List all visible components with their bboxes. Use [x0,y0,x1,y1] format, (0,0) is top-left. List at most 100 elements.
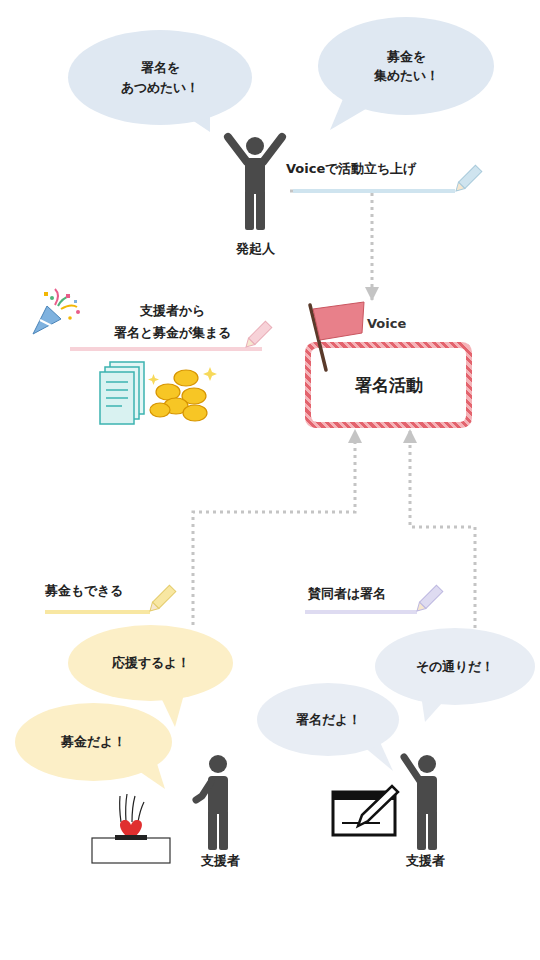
underline [305,610,417,614]
speech-bubble: 署名を あつめたい！ [68,30,252,125]
party-popper [44,292,48,296]
documents-icon [106,389,128,391]
person-arm [404,757,420,781]
bubble-text: 応援するよ！ [112,653,190,673]
donation-box [120,820,142,840]
bubble-body [318,17,494,115]
documents-icon [100,362,144,424]
bubble-text: その通りだ！ [416,657,494,677]
documents-icon [110,362,144,414]
flag-icon [310,302,364,370]
bubble-shape [68,30,252,125]
person-figure [190,752,250,852]
coins-icon [148,374,159,385]
donation-box [92,838,170,863]
pencil-icon [414,585,443,614]
bubble-text: 署名を あつめたい！ [114,58,206,97]
pencil-icon [419,585,442,608]
party-popper [33,306,61,334]
speech-bubble: その通りだ！ [375,628,535,705]
party-popper [66,294,70,298]
pencil-icon [453,165,482,194]
person-head [418,755,436,773]
person-figure [395,752,455,852]
bubble-text-box: 募金だよ！ [15,703,172,781]
bubble-text: 署名だよ！ [296,710,361,730]
bubble-shape [318,17,494,115]
bubble-text-box: 署名だよ！ [257,683,399,756]
bubble-text: 募金を 集めたい！ [360,47,452,86]
pencil-icon [147,585,176,614]
party-popper [50,296,54,300]
flag-icon [313,302,364,340]
flag-icon [310,305,326,370]
pencil-icon [414,602,426,614]
bubble-text: 募金だよ！ [61,732,126,752]
pencil-icon [152,585,175,608]
underline [293,189,455,193]
pencil-icon [147,602,159,614]
bubble-body [375,628,535,705]
party-popper [76,310,80,314]
bubble-text-box: 募金を 集めたい！ [318,17,494,115]
coins-icon [150,403,170,417]
party-popper [58,296,70,306]
party-popper [74,300,77,303]
speech-bubble: 募金だよ！ [15,703,172,781]
person-node: 発起人 [220,132,290,262]
person-head [246,137,264,155]
coins-icon [183,405,207,421]
bubble-body [15,703,172,781]
pencil-icon [243,338,255,350]
documents-icon [106,381,128,383]
documents-icon [106,405,122,407]
coins-icon [182,388,206,404]
speech-bubble: 応援するよ！ [68,625,233,701]
person-leg [245,190,254,230]
person-leg [219,810,228,850]
party-popper [61,305,77,309]
box-title: 署名活動 [355,374,423,397]
note-label: 支援者から 署名と募金が集まる [85,300,260,344]
person-leg [208,810,217,850]
note-label: 賛同者は署名 [308,583,418,605]
speech-bubble: 署名だよ！ [257,683,399,756]
party-popper [55,289,58,305]
bubble-text-box: 応援するよ！ [68,625,233,701]
person-leg [417,810,426,850]
signing-board [358,786,398,826]
coins-icon [156,384,180,400]
person-figure [220,132,290,232]
coins-icon [203,367,217,381]
donation-box [115,835,147,840]
party-popper [33,289,80,334]
person-label: 発起人 [200,240,310,258]
pencil-icon [453,182,465,194]
person-leg [256,190,265,230]
signing-board [333,792,395,800]
donation-box [92,794,170,863]
person-arm [196,782,211,800]
signing-board [342,822,380,824]
person-leg [428,810,437,850]
donation-box [120,794,144,822]
activity-box: 署名活動Voice [305,300,472,430]
pencil-icon [248,321,271,344]
coins-icon [148,367,217,421]
party-popper [40,320,52,326]
person-head [209,755,227,773]
documents-icon [106,397,128,399]
coins-icon [164,398,188,414]
person-node: 支援者 [395,752,455,870]
person-arm [228,137,247,162]
signing-board [333,786,398,835]
person-node: 支援者 [190,752,250,870]
person-arm [263,137,282,162]
speech-bubble: 募金を 集めたい！ [318,17,494,115]
person-label: 支援者 [375,852,475,870]
signing-board [333,792,395,835]
